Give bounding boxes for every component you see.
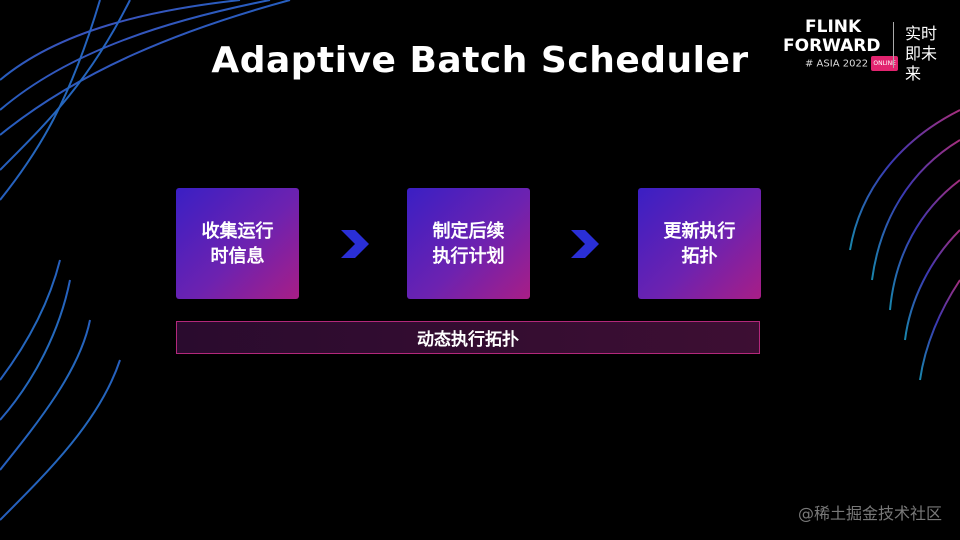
logo-line-asia: # ASIA 2022 ONLINE bbox=[783, 56, 898, 71]
logo-wordmark: FLINK FORWARD # ASIA 2022 ONLINE bbox=[783, 18, 898, 71]
logo-line-flink: FLINK bbox=[805, 17, 862, 37]
step-box-plan-subsequent-execution: 制定后续执行计划 bbox=[407, 188, 530, 299]
step-label: 更新执行拓扑 bbox=[663, 220, 736, 267]
logo-slogan: 实时即未来 bbox=[905, 24, 938, 83]
watermark: @稀土掘金技术社区 bbox=[797, 504, 942, 523]
logo-online-badge: ONLINE bbox=[871, 56, 898, 71]
step-box-update-execution-topology: 更新执行拓扑 bbox=[638, 188, 761, 299]
bottom-bar-label: 动态执行拓扑 bbox=[417, 330, 519, 350]
logo-asia-text: # ASIA 2022 bbox=[805, 58, 869, 70]
page-title: Adaptive Batch Scheduler bbox=[211, 40, 749, 81]
flink-forward-logo: FLINK FORWARD # ASIA 2022 ONLINE 实时即未来 bbox=[783, 14, 955, 84]
dynamic-topology-bar: 动态执行拓扑 bbox=[176, 321, 760, 354]
step-box-collect-runtime-info: 收集运行时信息 bbox=[176, 188, 299, 299]
arrow-right-icon bbox=[571, 230, 599, 258]
step-label: 制定后续执行计划 bbox=[432, 220, 505, 267]
logo-divider bbox=[893, 22, 894, 68]
arrow-right-icon bbox=[341, 230, 369, 258]
step-label: 收集运行时信息 bbox=[201, 220, 274, 267]
logo-line-forward: FORWARD bbox=[783, 36, 881, 56]
